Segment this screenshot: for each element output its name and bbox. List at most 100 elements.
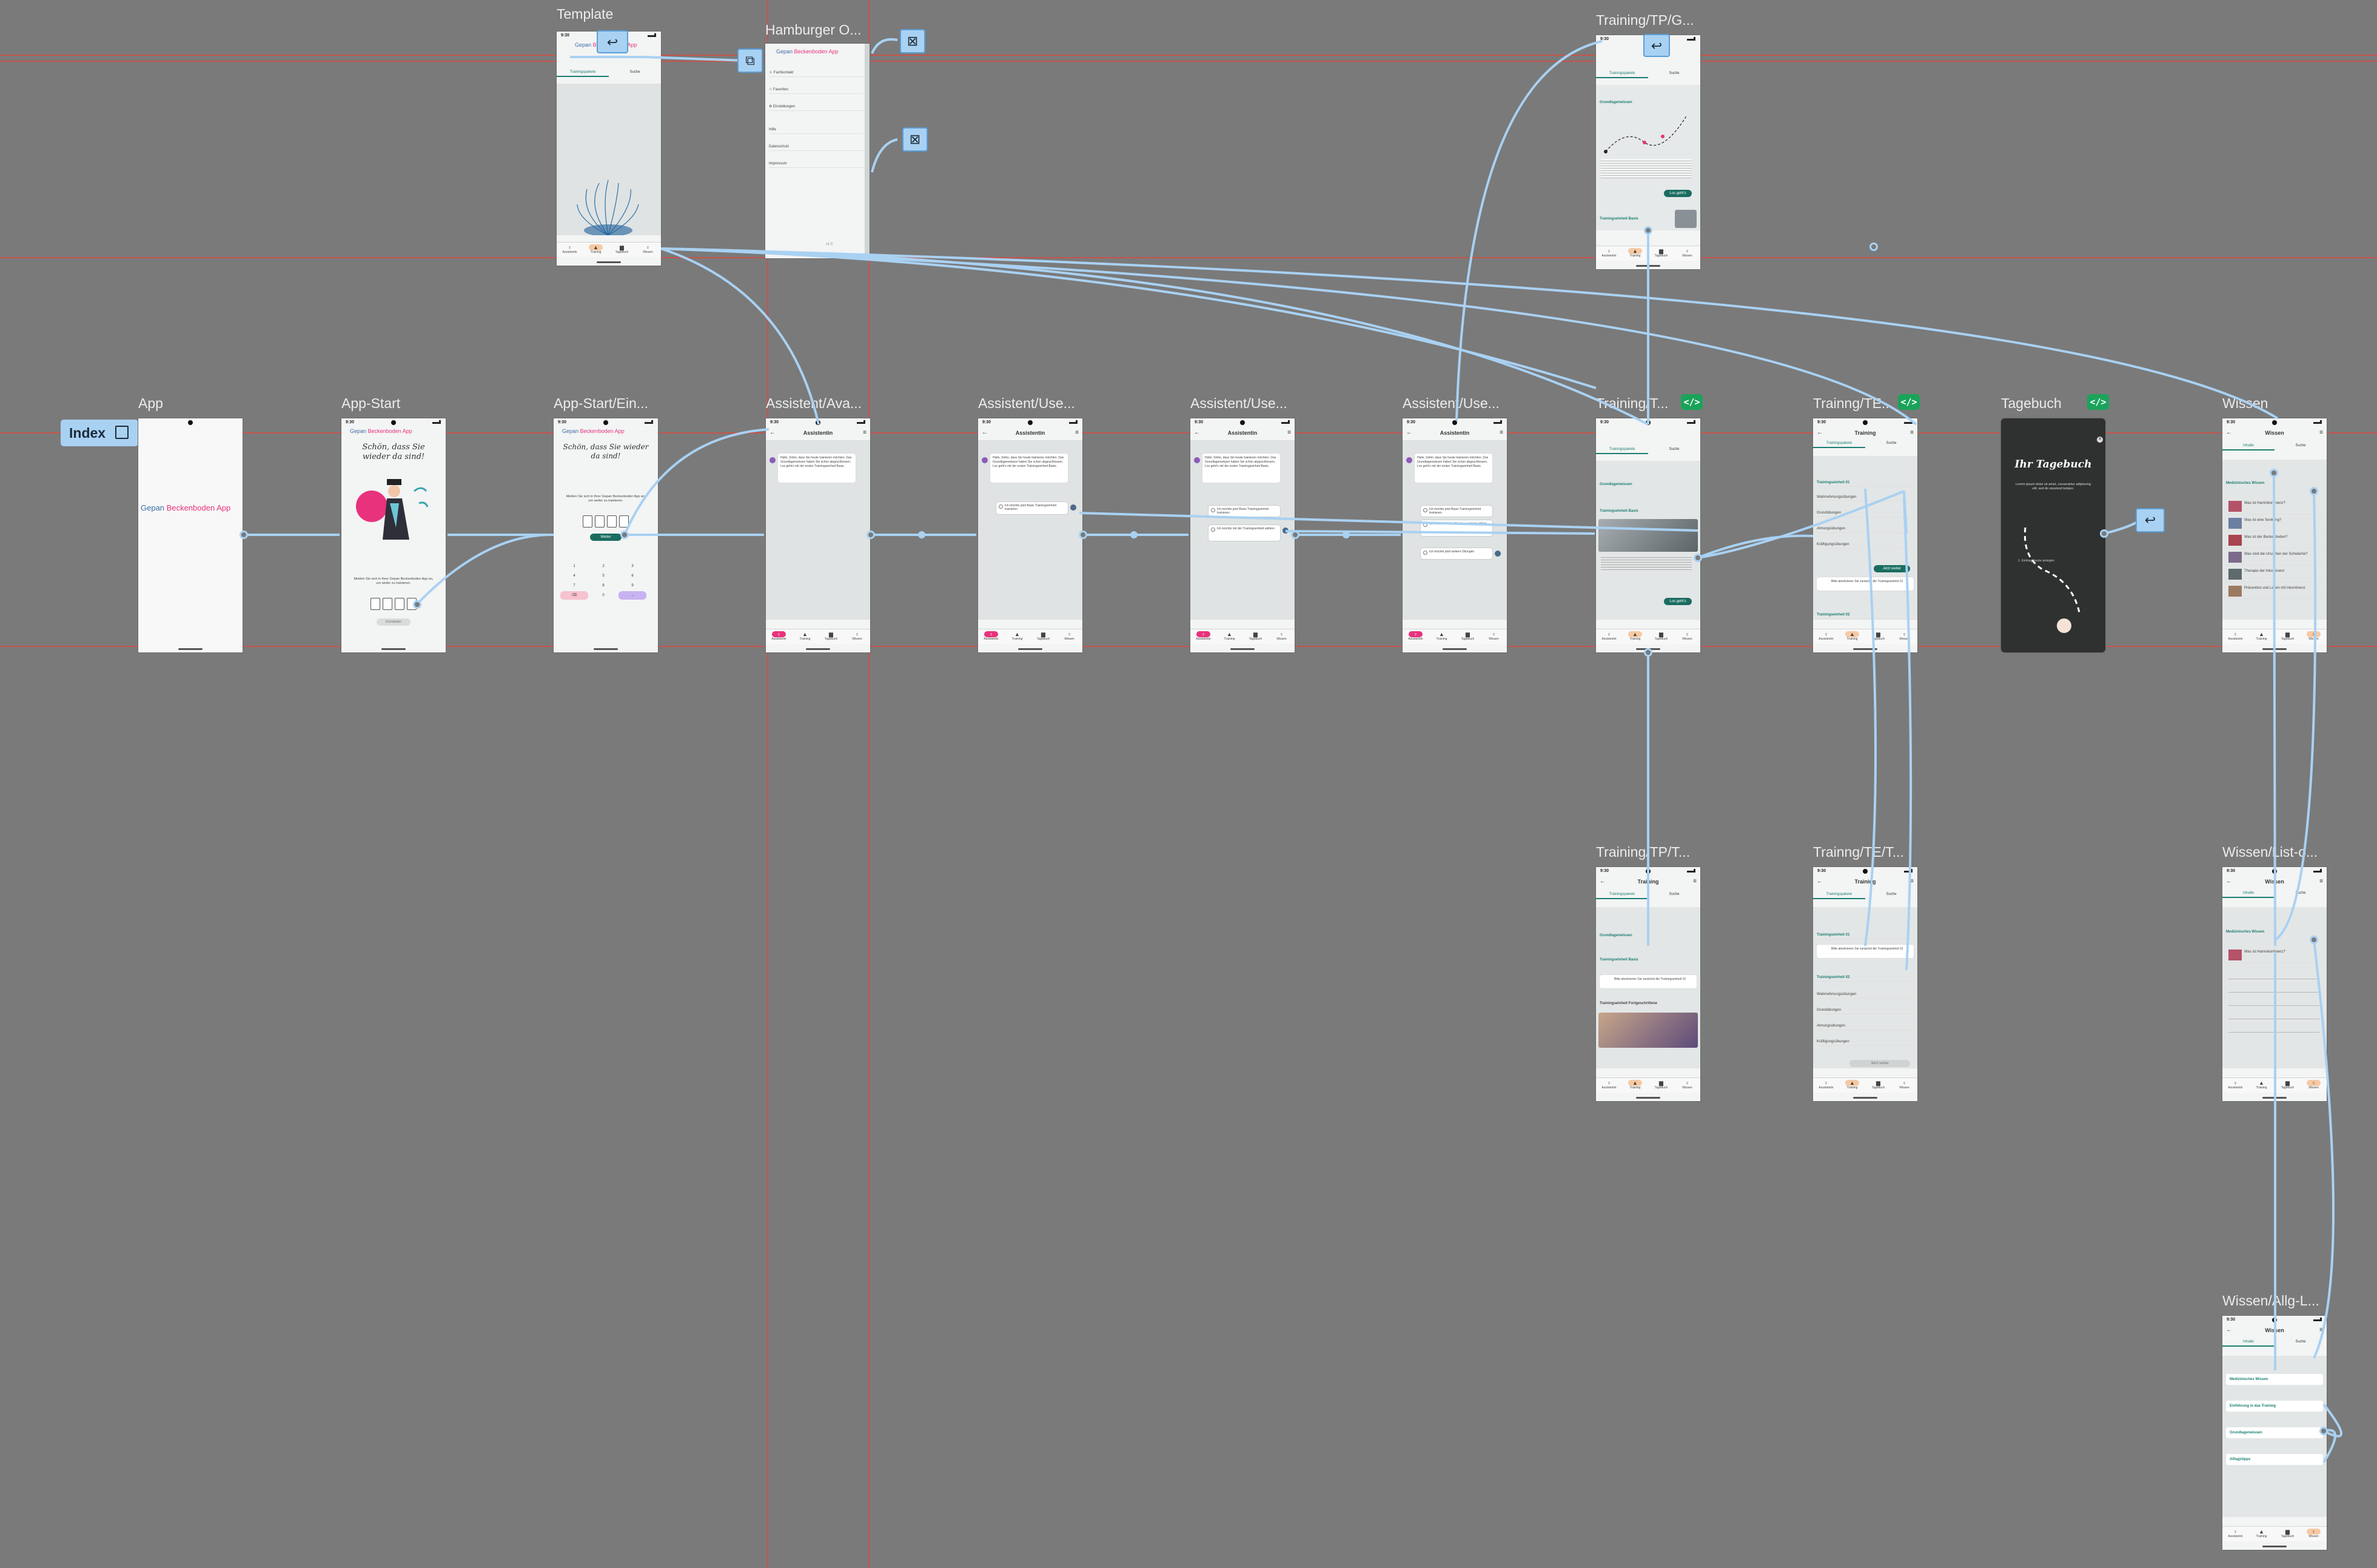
tab-trainingspakete[interactable]: Trainingspakete: [557, 70, 609, 77]
tab-trainingspakete[interactable]: Trainingspakete: [1596, 447, 1648, 454]
phone-assistent-use-1[interactable]: 9:30 ←Assistentin≡ Hallo, Sinhn, dass Si…: [978, 418, 1082, 652]
tab-suche[interactable]: Suche: [2295, 891, 2306, 895]
phone-assistent-use-3[interactable]: 9:30 ←Assistentin≡ Hallo, Sinhn, dass Si…: [1403, 418, 1507, 652]
back-action-icon[interactable]: ↩: [1643, 34, 1670, 57]
frame-label-app-start-ein[interactable]: App-Start/Ein...: [554, 395, 648, 411]
frame-label-assistent-use-2[interactable]: Assistent/Use...: [1190, 395, 1287, 411]
menu-icon[interactable]: ≡: [863, 429, 867, 436]
nav-wissen[interactable]: ♀Wissen: [844, 631, 870, 641]
nav-assistentin[interactable]: ♀Assistentin: [1408, 631, 1423, 641]
nav-tagebuch[interactable]: ▆Tagebuch: [1865, 1080, 1891, 1090]
menu-item-einstellungen[interactable]: ⚙ Einstellungen: [769, 103, 866, 111]
key[interactable]: 5: [602, 574, 605, 578]
phone-template[interactable]: 9:30 Gepan Beckenboden App Trainingspake…: [557, 32, 661, 266]
nav-assistentin[interactable]: ♀Assistentin: [1813, 1080, 1839, 1090]
tab-trainingspakete[interactable]: Trainingspakete: [1813, 893, 1865, 899]
login-button[interactable]: Anmelden: [377, 618, 411, 626]
back-icon[interactable]: ←: [2226, 429, 2232, 436]
answer-option-3[interactable]: Ich möchte jetzt weitere Übungen: [1421, 548, 1492, 559]
tab-trainingspakete[interactable]: Trainingspakete: [1596, 72, 1648, 78]
key[interactable]: 8: [602, 584, 605, 588]
phone-app-start-ein[interactable]: 9:30 Gepan Beckenboden App Schön, dass S…: [554, 418, 658, 652]
nav-wissen[interactable]: ♀Wissen: [2301, 1080, 2327, 1090]
tab-suche[interactable]: Suche: [629, 70, 640, 74]
key[interactable]: 2: [602, 565, 605, 568]
nav-training[interactable]: ▲Training: [1622, 1080, 1648, 1090]
back-icon[interactable]: ←: [1406, 429, 1412, 436]
menu-icon[interactable]: ≡: [1910, 429, 1914, 436]
nav-assistentin[interactable]: ♀Assistentin: [1813, 631, 1839, 641]
key[interactable]: 0: [602, 594, 605, 597]
wissen-article[interactable]: Therapie der Inkontinenz: [2226, 568, 2323, 582]
answer-option-1[interactable]: Ich möchte jetzt Basis Trainingseinheit …: [1421, 506, 1492, 517]
pin-field-3[interactable]: [395, 598, 404, 610]
frame-label-wissen-list[interactable]: Wissen/List-o...: [2222, 844, 2318, 860]
frame-label-wissen-allg[interactable]: Wissen/Allg-L...: [2222, 1293, 2319, 1308]
code-badge[interactable]: </>: [2087, 394, 2109, 410]
category-grundlagenwissen[interactable]: Grundlagenwissen: [2226, 1427, 2323, 1438]
nav-wissen[interactable]: ♀Wissen: [1891, 1080, 1917, 1090]
nav-training[interactable]: ▲Training: [2248, 631, 2275, 641]
back-icon[interactable]: ←: [1600, 878, 1606, 885]
te-row[interactable]: Kräftigungsübungen: [1817, 1038, 1914, 1046]
wissen-article[interactable]: Was sind die Ursachen der Schwäche?: [2226, 551, 2323, 565]
te-row[interactable]: Trainingseinheit 02: [1817, 611, 1914, 619]
nav-tagebuch[interactable]: ▆Tagebuch: [1648, 1080, 1674, 1090]
phone-app[interactable]: Gepan Beckenboden App: [138, 418, 243, 652]
frame-label-training-t[interactable]: Training/T...: [1596, 395, 1669, 411]
nav-tagebuch[interactable]: ▆Tagebuch: [1030, 631, 1056, 641]
back-icon[interactable]: ←: [1817, 429, 1823, 436]
te-row[interactable]: Grundübungen: [1817, 1007, 1914, 1014]
menu-icon[interactable]: ≡: [1693, 878, 1697, 885]
los-gehts-button[interactable]: Los geht's: [1664, 598, 1692, 605]
te-row[interactable]: Kräftigungsübungen: [1817, 541, 1914, 549]
key[interactable]: 4: [573, 574, 575, 578]
nav-wissen[interactable]: ♀Wissen: [1891, 631, 1917, 641]
nav-training[interactable]: ▲Training: [1004, 631, 1030, 641]
frame-label-app[interactable]: App: [138, 395, 163, 411]
nav-tagebuch[interactable]: ▆Tagebuch: [609, 244, 635, 254]
phone-trainng-te[interactable]: 9:30 ←Training≡ Trainingspakete Suche Tr…: [1813, 418, 1917, 652]
menu-item-fachkontakt[interactable]: ☺ Fachkontakt: [769, 69, 866, 77]
category-medizinisches-wissen[interactable]: Medizinisches Wissen: [2226, 1374, 2323, 1385]
frame-label-tagebuch[interactable]: Tagebuch: [2001, 395, 2062, 411]
frame-label-wissen[interactable]: Wissen: [2222, 395, 2268, 411]
key[interactable]: 7: [573, 584, 575, 588]
phone-hamburger[interactable]: Gepan Beckenboden App ☺ Fachkontakt ☆ Fa…: [765, 44, 870, 258]
close-overlay-icon[interactable]: ⊠: [900, 29, 925, 53]
phone-wissen[interactable]: 9:30 ←Wissen≡ Inhalte Suche Medizinische…: [2222, 418, 2327, 652]
frame-label-trainng-te-t[interactable]: Trainng/TE/T...: [1813, 844, 1904, 860]
tab-inhalte[interactable]: Inhalte: [2222, 891, 2275, 898]
phone-training-t[interactable]: 9:30 Trainingspakete Suche Grundlagenwis…: [1596, 418, 1700, 652]
frame-label-assistent-use-3[interactable]: Assistent/Use...: [1403, 395, 1500, 411]
nav-assistentin[interactable]: ♀Assistentin: [1596, 248, 1622, 258]
nav-assistentin[interactable]: ♀Assistentin: [771, 631, 786, 641]
nav-wissen[interactable]: ♀Wissen: [635, 244, 661, 254]
wissen-article[interactable]: Prävention und Leben mit Inkontinenz: [2226, 585, 2323, 599]
back-action-icon[interactable]: ↩: [597, 30, 628, 53]
frame-label-assistent-ava[interactable]: Assistent/Ava...: [766, 395, 862, 411]
nav-wissen[interactable]: ♀Wissen: [1674, 248, 1700, 258]
tab-suche[interactable]: Suche: [2295, 1340, 2306, 1344]
pin-field-4[interactable]: [619, 515, 629, 528]
nav-training[interactable]: ▲Training: [1622, 631, 1648, 641]
nav-training[interactable]: ▲Training: [583, 244, 609, 254]
back-icon[interactable]: ←: [982, 429, 988, 436]
nav-tagebuch[interactable]: ▆Tagebuch: [2275, 1529, 2301, 1538]
key[interactable]: 1: [573, 565, 575, 568]
tab-suche[interactable]: Suche: [1669, 447, 1680, 451]
frame-label-template[interactable]: Template: [557, 6, 614, 22]
back-icon[interactable]: ←: [2226, 878, 2232, 885]
menu-item-hilfe[interactable]: Hilfe: [769, 126, 866, 134]
tab-suche[interactable]: Suche: [1669, 72, 1680, 75]
nav-assistentin[interactable]: ♀Assistentin: [2222, 1080, 2248, 1090]
key[interactable]: 6: [631, 574, 634, 578]
back-icon[interactable]: ←: [769, 429, 776, 436]
answer-option-2[interactable]: Ich möchte mit der Trainingseinheit wähl…: [1209, 525, 1280, 541]
nav-training[interactable]: ▲Training: [2248, 1080, 2275, 1090]
weiter-button[interactable]: Weiter: [590, 534, 622, 541]
te-row[interactable]: Trainingseinheit 02: [1817, 974, 1914, 982]
nav-training[interactable]: ▲Training: [792, 631, 818, 641]
code-badge[interactable]: </>: [1681, 394, 1703, 410]
phone-tagebuch[interactable]: ✕ Ihr Tagebuch Lorem ipsum dolor sit ame…: [2001, 418, 2105, 652]
